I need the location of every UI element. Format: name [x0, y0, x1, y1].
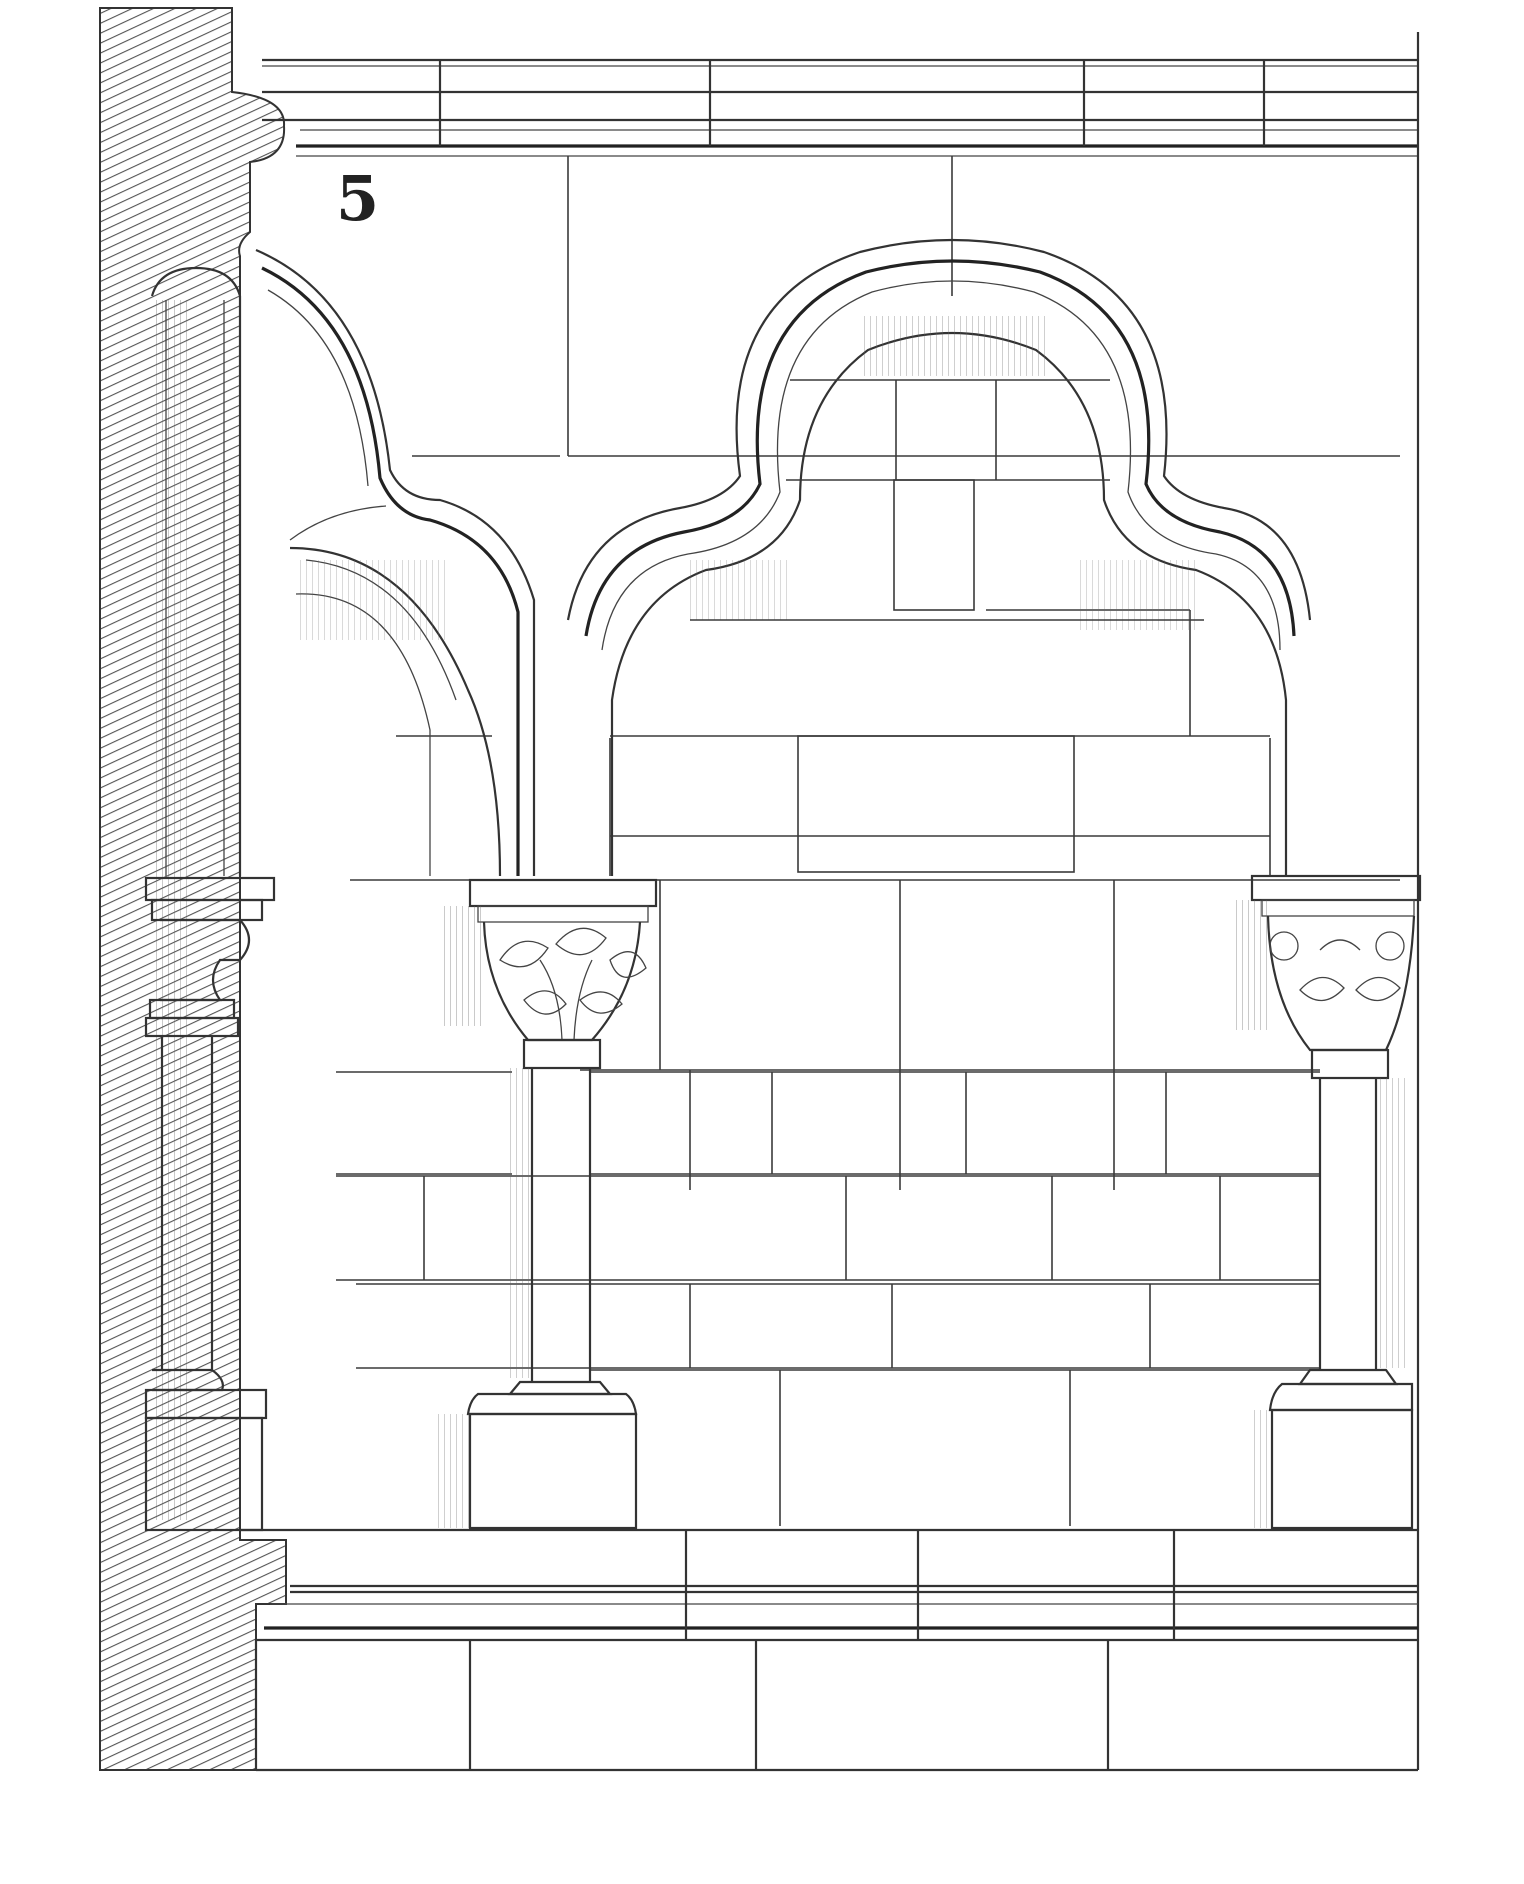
left-arch: [255, 248, 536, 877]
left-arch-soffit-hatch: [300, 560, 450, 640]
right-column: [1232, 874, 1422, 1530]
right-capital-foliage: [1269, 931, 1405, 1002]
center-base-shadow: [434, 1414, 470, 1528]
center-capital-shadow: [440, 906, 486, 1026]
plate-number: 5: [336, 162, 380, 235]
top-cornice: [262, 32, 1420, 1770]
center-trefoil-arch: [566, 238, 1312, 876]
center-arch-soffit-hatch-right: [1080, 560, 1200, 630]
center-arch-soffit-hatch: [860, 316, 1050, 376]
center-capital-foliage: [499, 927, 647, 1041]
right-capital-shadow: [1232, 900, 1268, 1030]
center-arch-soffit-hatch-left: [690, 560, 790, 620]
center-column: [434, 878, 658, 1530]
section-wall-inner-strip: [152, 300, 192, 1520]
section-wall-hatch: [99, 7, 287, 1771]
center-shaft-shadow: [508, 1068, 532, 1378]
left-column: [144, 266, 276, 1532]
right-shaft-shadow: [1380, 1078, 1410, 1368]
right-base-shadow: [1252, 1410, 1272, 1528]
plinth: [240, 1528, 1418, 1772]
